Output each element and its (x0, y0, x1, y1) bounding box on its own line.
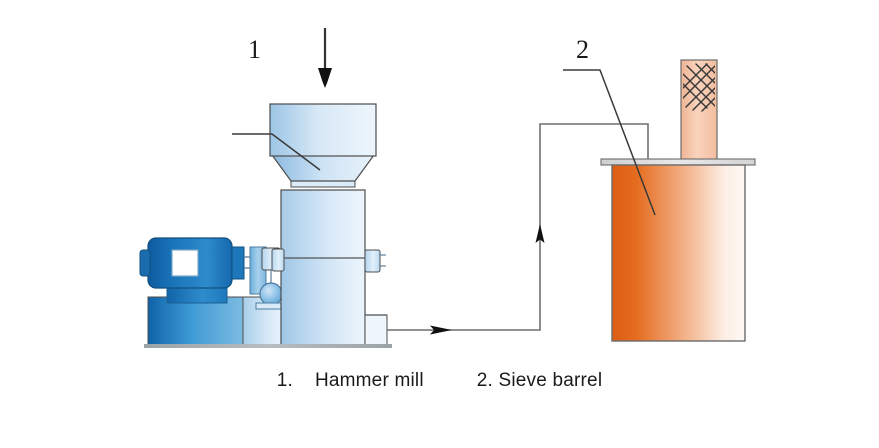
feed-hopper-top (269, 103, 377, 157)
flow-arrow-up (535, 224, 545, 243)
motor-terminal-box (171, 249, 199, 277)
sieve-barrel-assembly (600, 59, 756, 342)
figure-caption: 1. Hammer mill 2. Sieve barrel (0, 370, 879, 392)
caption-item-hammer-mill: 1. Hammer mill (277, 370, 424, 392)
feed-inlet-arrow (318, 28, 332, 88)
caption-index-2: 2. (476, 370, 493, 391)
drive-coupling (244, 246, 288, 310)
sieve-barrel-body (611, 164, 746, 342)
caption-label-2: Sieve barrel (498, 370, 603, 391)
sieve-barrel-vent-stack (680, 59, 718, 163)
caption-item-sieve-barrel: 2. Sieve barrel (477, 370, 603, 392)
feed-hopper-funnel (270, 154, 376, 182)
sieve-mesh-pattern (683, 63, 715, 112)
flow-arrow-right (430, 325, 452, 335)
hammer-mill-body-upper (280, 189, 366, 259)
callout-2-leader (563, 69, 656, 216)
mill-discharge-outlet (364, 314, 388, 346)
sieve-barrel-lid (600, 158, 756, 166)
callout-1-number: 1 (248, 35, 261, 64)
caption-label-1: Hammer mill (314, 370, 424, 391)
hammer-mill-assembly (139, 103, 392, 348)
drive-pulley (259, 282, 283, 306)
conveying-pipe (387, 123, 649, 331)
electric-motor (139, 237, 245, 304)
ground-line (144, 344, 392, 348)
mill-flange-boxes (271, 248, 386, 273)
callout-1-leader (232, 133, 321, 171)
callout-2-number: 2 (576, 35, 589, 64)
hammer-mill-body-lower (280, 256, 366, 346)
caption-index-1: 1. (276, 370, 293, 391)
hopper-neck-flange (290, 180, 356, 188)
